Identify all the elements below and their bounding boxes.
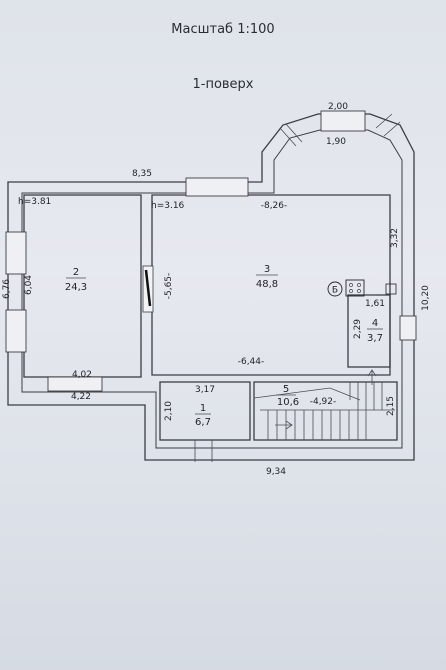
room-2-area: 24,3 — [65, 282, 87, 293]
room-5-number: 5 — [283, 384, 289, 395]
dim-left-outer: 6,76 — [2, 279, 12, 299]
room-1-number: 1 — [200, 403, 206, 414]
room-4-number: 4 — [372, 318, 378, 329]
outer-wall — [7, 113, 415, 461]
dim-room4-top: 1,61 — [365, 299, 385, 309]
room-1-walls — [159, 381, 251, 441]
dim-room1-side: 2,10 — [164, 401, 174, 421]
room-5-walls — [253, 381, 398, 441]
dim-room3-bottom: -6,44- — [238, 357, 265, 367]
dim-bottom-overall: 9,34 — [266, 467, 286, 477]
dim-right-outer: 10,20 — [421, 285, 431, 311]
staircase — [253, 369, 395, 440]
boiler-symbol: Б — [327, 279, 397, 297]
room-1-area: 6,7 — [195, 417, 211, 428]
room-3-area: 48,8 — [256, 279, 278, 290]
room-4-area: 3,7 — [367, 333, 383, 344]
dim-room2-bottom-inner: 4,02 — [72, 370, 92, 380]
door-room1 — [194, 440, 213, 462]
dim-room5-side: 2,15 — [386, 396, 396, 416]
dim-room5-top: -4,92- — [310, 397, 337, 407]
dim-room3-height: h=3.16 — [151, 201, 185, 211]
room-2-number: 2 — [73, 267, 79, 278]
dim-top-bay-inner: 1,90 — [326, 137, 346, 147]
dim-left-inner: 6,04 — [24, 275, 34, 295]
window-top — [185, 177, 249, 197]
window-left-upper — [5, 231, 27, 275]
window-bay-right — [375, 113, 401, 137]
dim-top-overall: 8,35 — [132, 169, 152, 179]
dim-top-bay-outer: 2,00 — [328, 102, 348, 112]
window-left-lower — [5, 309, 27, 353]
dim-room3-top: -8,26- — [261, 201, 288, 211]
room-3-walls — [151, 194, 391, 376]
fireplace-mark — [144, 269, 152, 307]
scale-title: Масштаб 1:100 — [171, 22, 275, 37]
floor-subtitle: 1-поверх — [192, 77, 254, 92]
dim-room1-top: 3,17 — [195, 385, 215, 395]
dim-right-inner: 3,32 — [390, 228, 400, 248]
room-5-area: 10,6 — [277, 397, 299, 408]
dim-room4-side: 2,29 — [353, 319, 363, 339]
window-right — [399, 315, 417, 341]
dim-room2-bottom-outer: 4,22 — [71, 392, 91, 402]
window-bay-top — [320, 110, 366, 132]
window-bottom-left — [47, 376, 103, 392]
dim-room2-height: h=3.81 — [18, 197, 51, 207]
boiler-letter: Б — [332, 286, 338, 296]
room-3-number: 3 — [264, 264, 270, 275]
dim-room3-partition: -5,65- — [164, 273, 174, 300]
window-bay-left — [279, 123, 303, 147]
inner-wall — [21, 129, 403, 449]
